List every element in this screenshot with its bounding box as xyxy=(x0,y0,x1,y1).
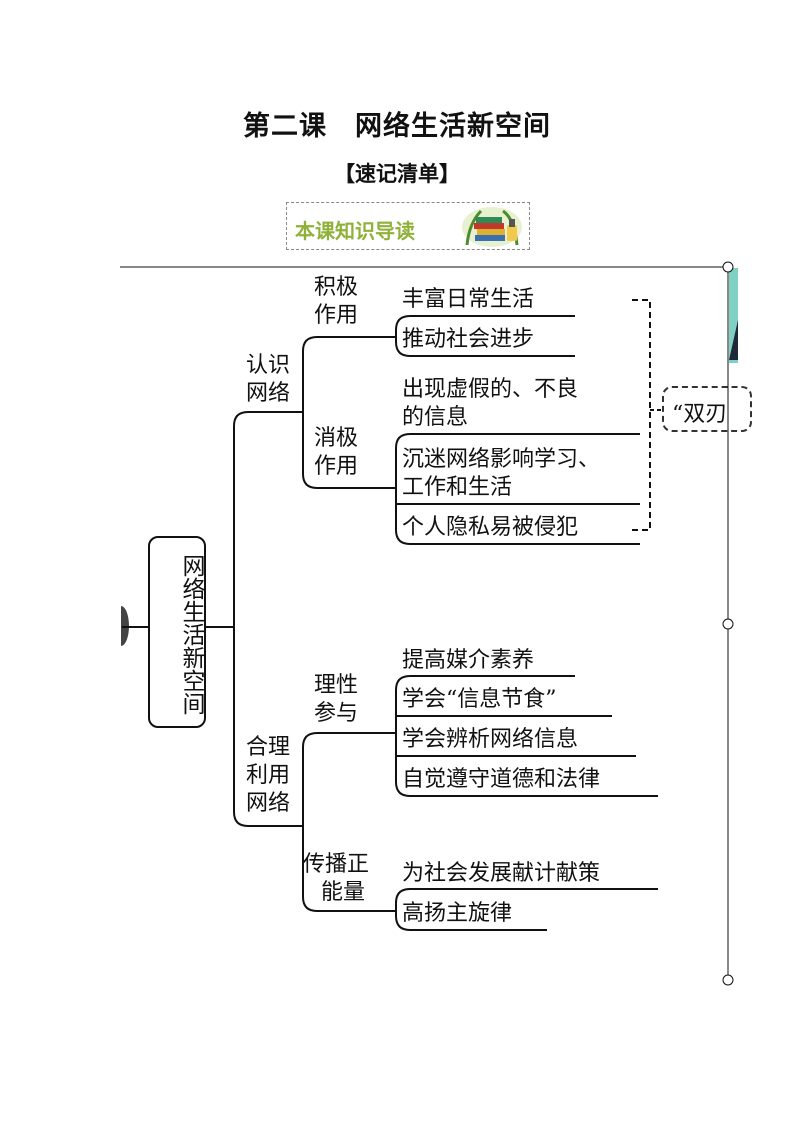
branch-use-network: 合理 利用 网络 xyxy=(238,734,298,818)
side-note-box: “双刃 xyxy=(662,386,752,432)
leaf-contribute-ideas: 为社会发展献计献策 xyxy=(402,861,601,886)
leaf-line: 的信息 xyxy=(402,405,469,430)
sub-positive-effect: 积极 作用 xyxy=(306,274,366,330)
decor-strip xyxy=(722,261,738,986)
branch-label-line: 网络 xyxy=(245,381,290,406)
leaf-line: 工作和生活 xyxy=(402,475,513,500)
sub-label-line: 消极 xyxy=(313,426,358,451)
leaf-obey-law: 自觉遵守道德和法律 xyxy=(402,767,601,792)
sub-label-line: 作用 xyxy=(313,454,358,479)
leaf-enrich-life: 丰富日常生活 xyxy=(402,287,535,312)
sub-label-line: 传播正 xyxy=(303,852,370,877)
guide-banner: 本课知识导读 xyxy=(286,202,530,250)
leaf-privacy: 个人隐私易被侵犯 xyxy=(402,515,579,540)
leaf-line: 出现虚假的、不良 xyxy=(402,377,579,402)
leaf-promote-progress: 推动社会进步 xyxy=(402,327,535,352)
branch-label-line: 网络 xyxy=(245,791,290,816)
sub-label-line: 参与 xyxy=(313,701,358,726)
books-plant-icon xyxy=(462,207,522,247)
leaf-line: 沉迷网络影响学习、 xyxy=(402,447,601,472)
branch-label-line: 利用 xyxy=(245,763,290,788)
sub-negative-effect: 消极 作用 xyxy=(306,425,366,481)
sub-label-line: 作用 xyxy=(313,303,358,328)
page-title: 第二课 网络生活新空间 xyxy=(243,111,551,142)
leaf-info-diet: 学会“信息节食” xyxy=(402,687,557,712)
page-subtitle: 【速记清单】 xyxy=(334,162,460,186)
root-node: 网络生活新空间 xyxy=(148,536,206,728)
branch-recognize-network: 认识 网络 xyxy=(238,352,298,408)
sub-label-line: 能量 xyxy=(321,880,366,905)
side-note: “双刃 xyxy=(672,402,728,427)
leaf-false-info: 出现虚假的、不良 的信息 xyxy=(402,376,578,432)
sub-rational-participation: 理性 参与 xyxy=(306,672,366,728)
guide-label: 本课知识导读 xyxy=(295,219,415,243)
sub-label-line: 积极 xyxy=(313,275,358,300)
leaf-media-literacy: 提高媒介素养 xyxy=(402,648,535,673)
sub-positive-energy: 传播正 能量 xyxy=(303,851,393,907)
right-margin xyxy=(722,260,794,1000)
branch-label-line: 合理 xyxy=(245,735,290,760)
sub-label-line: 理性 xyxy=(313,673,358,698)
root-label: 网络生活新空间 xyxy=(178,553,204,715)
leaf-main-melody: 高扬主旋律 xyxy=(402,901,513,926)
leaf-addiction: 沉迷网络影响学习、 工作和生活 xyxy=(402,446,600,502)
leaf-discern-info: 学会辨析网络信息 xyxy=(402,727,579,752)
branch-label-line: 认识 xyxy=(245,353,290,378)
